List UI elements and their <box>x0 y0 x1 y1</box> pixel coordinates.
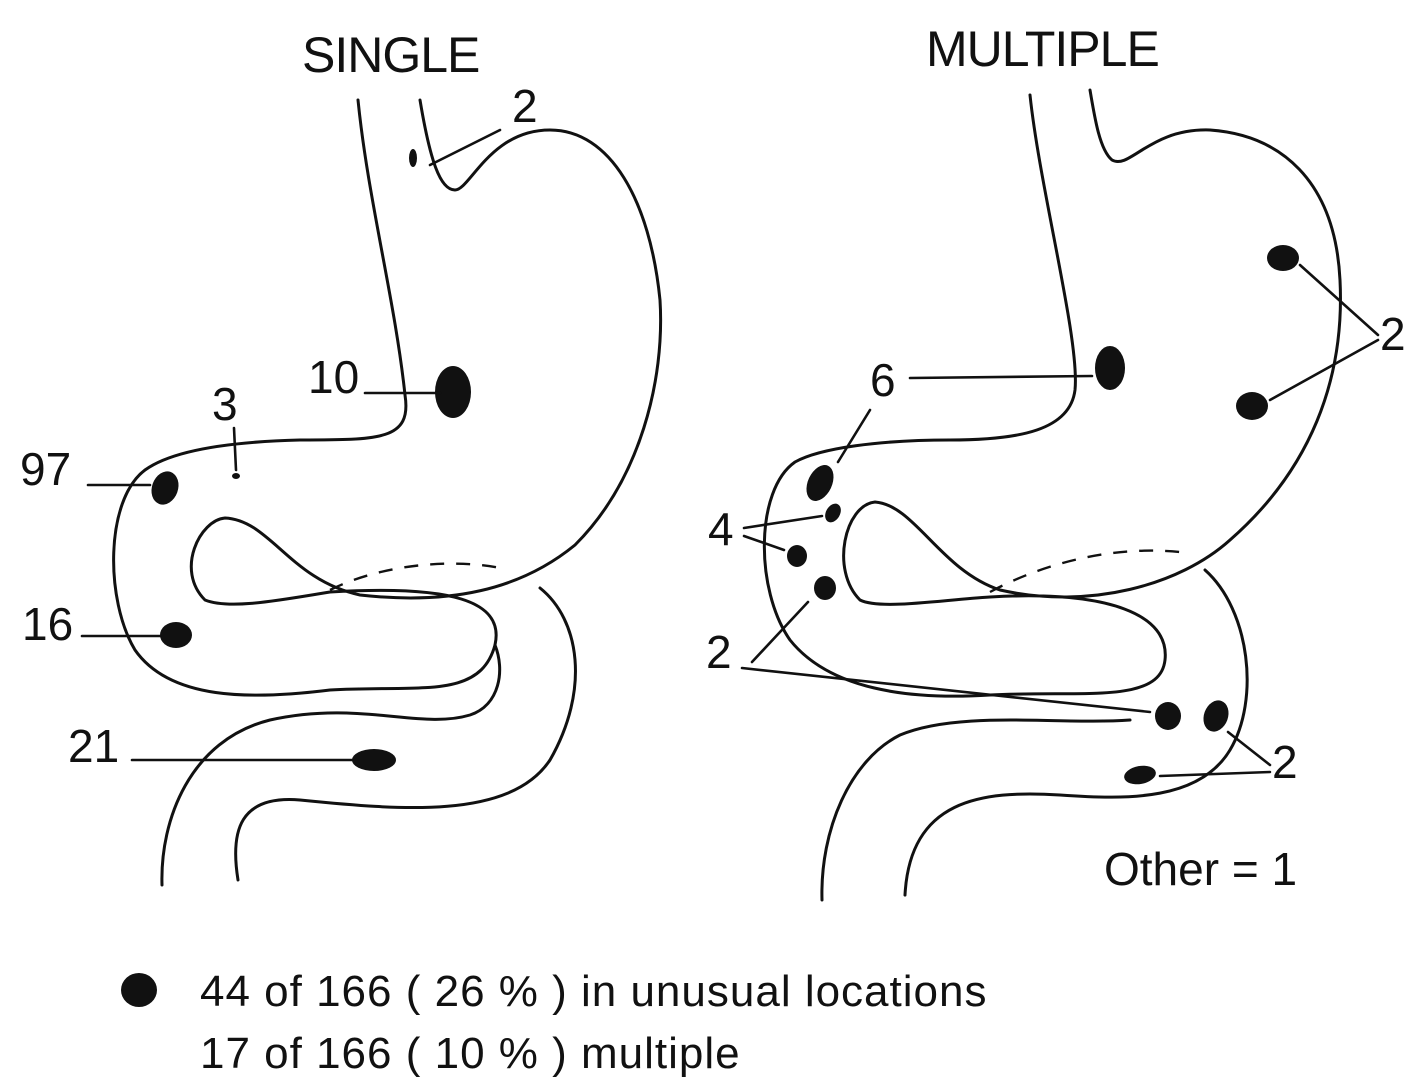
legend-unusual-locations: 44 of 166 ( 26 % ) in unusual locations <box>200 967 987 1016</box>
legend: 44 of 166 ( 26 % ) in unusual locations … <box>121 967 987 1078</box>
multiple-leader-bulb-2 <box>752 602 808 662</box>
single-stomach-inner-outline <box>114 100 661 695</box>
multiple-title: MULTIPLE <box>926 21 1159 77</box>
multiple-ulcer-greater-curve-upper <box>1267 245 1299 271</box>
multiple-ulcer-body <box>1095 346 1125 390</box>
single-duodenum-outline <box>236 588 576 880</box>
multiple-ulcer-greater-curve-lower <box>1236 392 1268 420</box>
single-ulcer-cardia <box>409 149 417 167</box>
multiple-ulcer-duodenum-2 <box>1199 697 1232 735</box>
multiple-ulcer-duodenum-1 <box>1155 702 1181 730</box>
single-ulcer-bulb <box>147 468 183 509</box>
multiple-leader-body <box>910 376 1092 378</box>
multiple-ulcer-bulb-1 <box>801 461 839 506</box>
single-panel: SINGLE 2 10 3 97 16 21 <box>20 27 661 885</box>
multiple-ulcer-bulb-4 <box>814 576 836 600</box>
multiple-ulcer-bulb-2 <box>822 501 844 525</box>
multiple-other-note: Other = 1 <box>1104 843 1297 895</box>
multiple-label-greater-curve: 2 <box>1380 308 1406 360</box>
legend-ulcer-marker <box>121 973 157 1007</box>
single-duodenum-inner-outline <box>162 645 500 885</box>
single-ulcer-post-bulbar <box>160 622 192 648</box>
single-label-bulb: 97 <box>20 443 71 495</box>
multiple-panel: MULTIPLE 6 2 4 2 2 Other = 1 <box>706 21 1406 900</box>
single-fold-dashed <box>330 564 500 590</box>
multiple-leader-duodenum-b <box>1160 772 1270 776</box>
multiple-ulcer-duodenum-3 <box>1123 763 1158 786</box>
single-label-pylorus: 3 <box>212 378 238 430</box>
single-leader-cardia <box>430 130 500 165</box>
multiple-leader-bulb-4-a <box>744 516 822 528</box>
multiple-label-bulb-pair: 4 <box>708 503 734 555</box>
single-ulcer-distal-duodenum <box>352 749 396 771</box>
multiple-label-bulb-duodenal: 2 <box>706 626 732 678</box>
multiple-ulcer-bulb-3 <box>787 545 807 567</box>
single-label-distal-duodenum: 21 <box>68 720 119 772</box>
multiple-duodenum-inner-outline <box>822 720 1130 900</box>
single-label-body: 10 <box>308 351 359 403</box>
multiple-leader-bulb-6 <box>838 410 870 462</box>
legend-multiple: 17 of 166 ( 10 % ) multiple <box>200 1029 741 1078</box>
single-leader-pylorus <box>234 428 236 470</box>
single-title: SINGLE <box>302 27 479 83</box>
multiple-leader-greater-curve-lower <box>1270 340 1378 400</box>
multiple-leader-bulb-duodenal <box>742 668 1150 712</box>
multiple-label-distal-duodenum: 2 <box>1272 736 1298 788</box>
multiple-fold-dashed <box>990 551 1180 592</box>
single-label-post-bulbar: 16 <box>22 598 73 650</box>
single-ulcer-pylorus <box>232 473 240 479</box>
multiple-leader-duodenum-a <box>1228 732 1270 765</box>
single-label-cardia: 2 <box>512 80 538 132</box>
multiple-label-body: 6 <box>870 354 896 406</box>
